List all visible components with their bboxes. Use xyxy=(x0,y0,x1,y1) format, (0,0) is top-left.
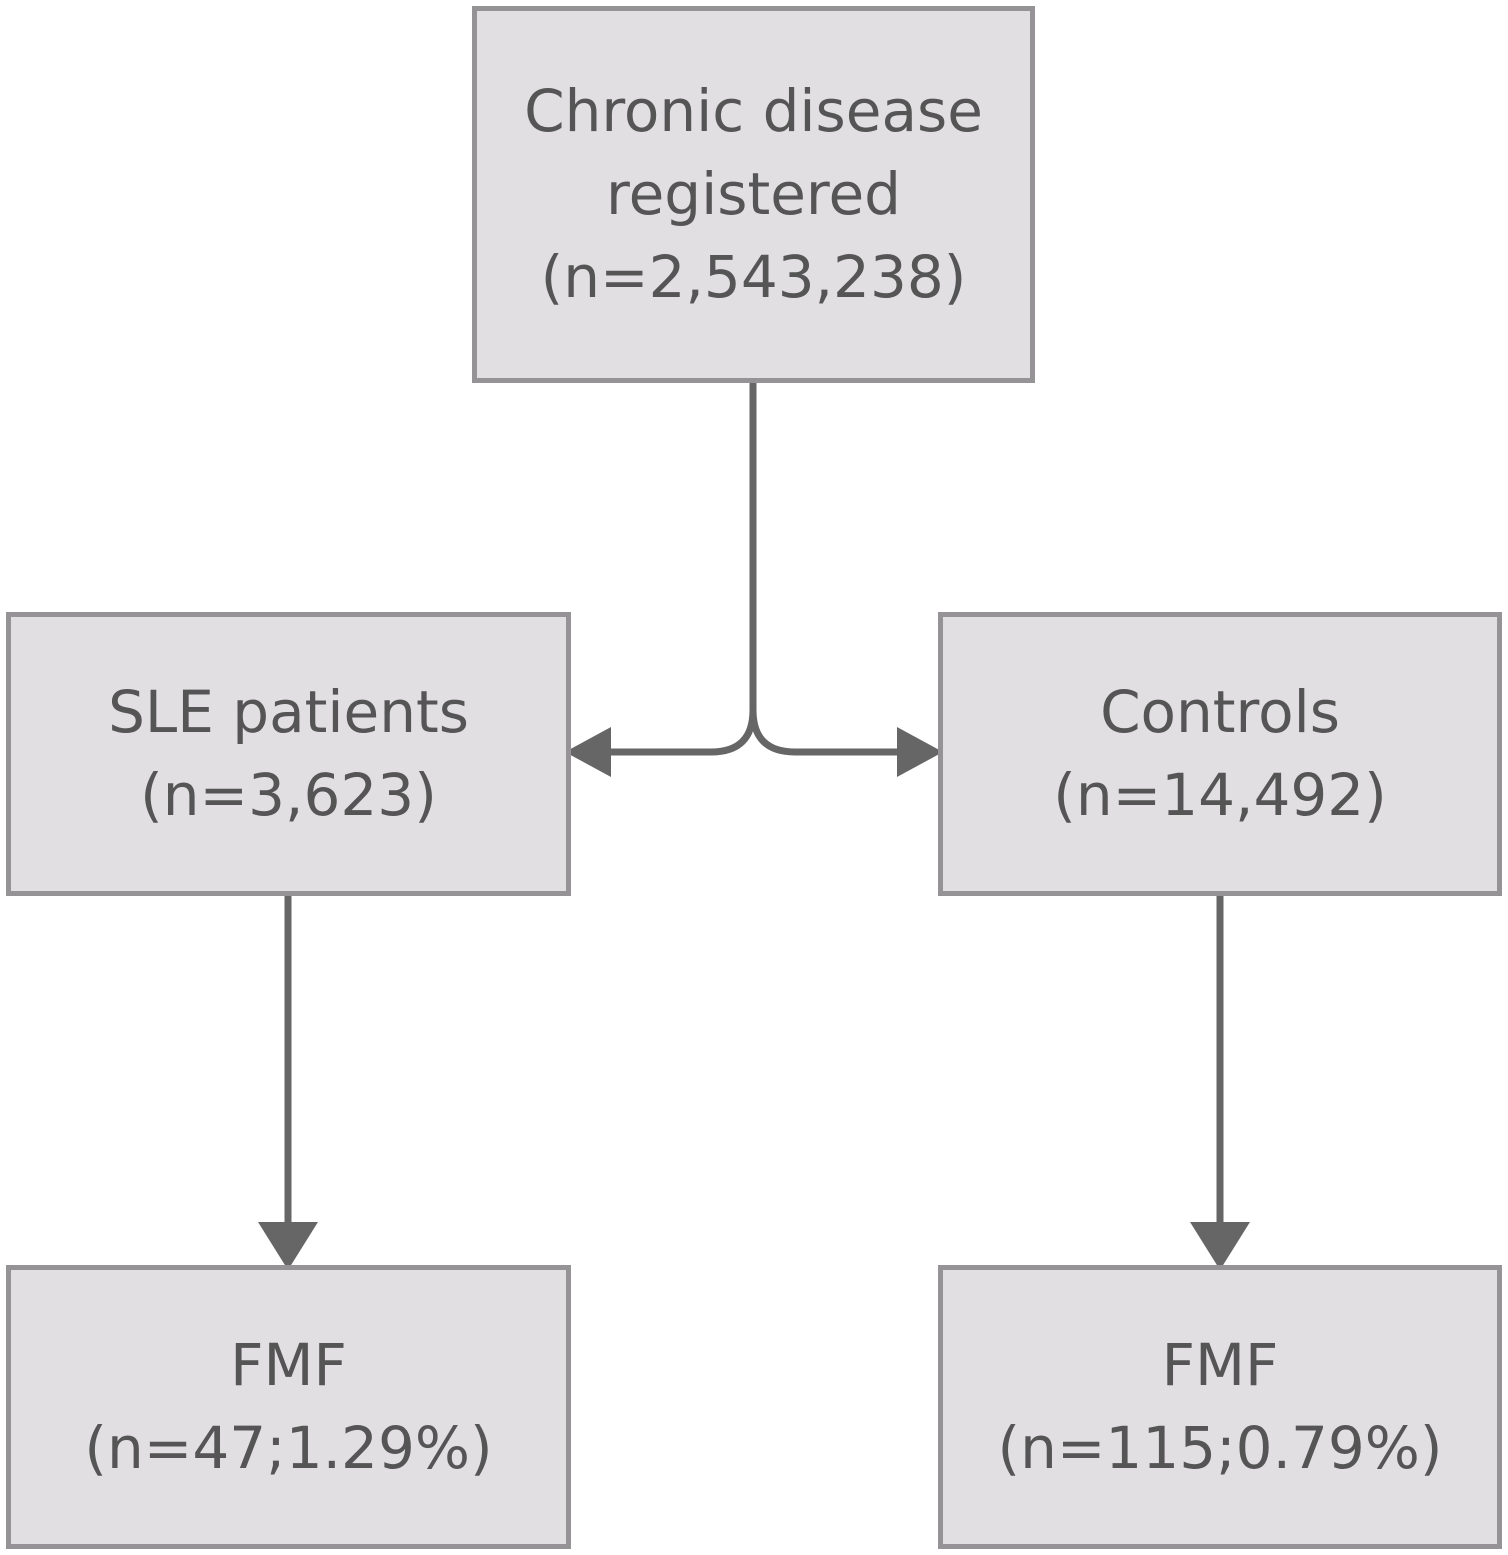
arrowhead-sle-fmf xyxy=(258,1222,318,1270)
node-controls: Controls (n=14,492) xyxy=(938,612,1502,896)
node-fmf-controls: FMF (n=115;0.79%) xyxy=(938,1265,1502,1549)
node-label-line2: registered xyxy=(606,160,901,228)
node-chronic-disease-registered: Chronic disease registered (n=2,543,238) xyxy=(472,6,1035,383)
node-count: (n=14,492) xyxy=(1053,761,1387,829)
node-count: (n=47;1.29%) xyxy=(84,1414,493,1482)
node-label: Controls xyxy=(1100,678,1340,746)
arrowhead-right xyxy=(897,727,943,777)
node-fmf-sle: FMF (n=47;1.29%) xyxy=(6,1265,571,1549)
node-count: (n=2,543,238) xyxy=(540,243,967,311)
node-sle-patients: SLE patients (n=3,623) xyxy=(6,612,571,896)
node-label: FMF xyxy=(230,1331,347,1399)
node-label-line1: Chronic disease xyxy=(524,77,983,145)
node-label: SLE patients xyxy=(108,678,469,746)
node-count: (n=115;0.79%) xyxy=(997,1414,1443,1482)
arrowhead-left xyxy=(565,727,611,777)
split-connector xyxy=(600,380,905,756)
node-count: (n=3,623) xyxy=(140,761,437,829)
node-label: FMF xyxy=(1161,1331,1279,1399)
arrowhead-ctrl-fmf xyxy=(1190,1222,1250,1270)
